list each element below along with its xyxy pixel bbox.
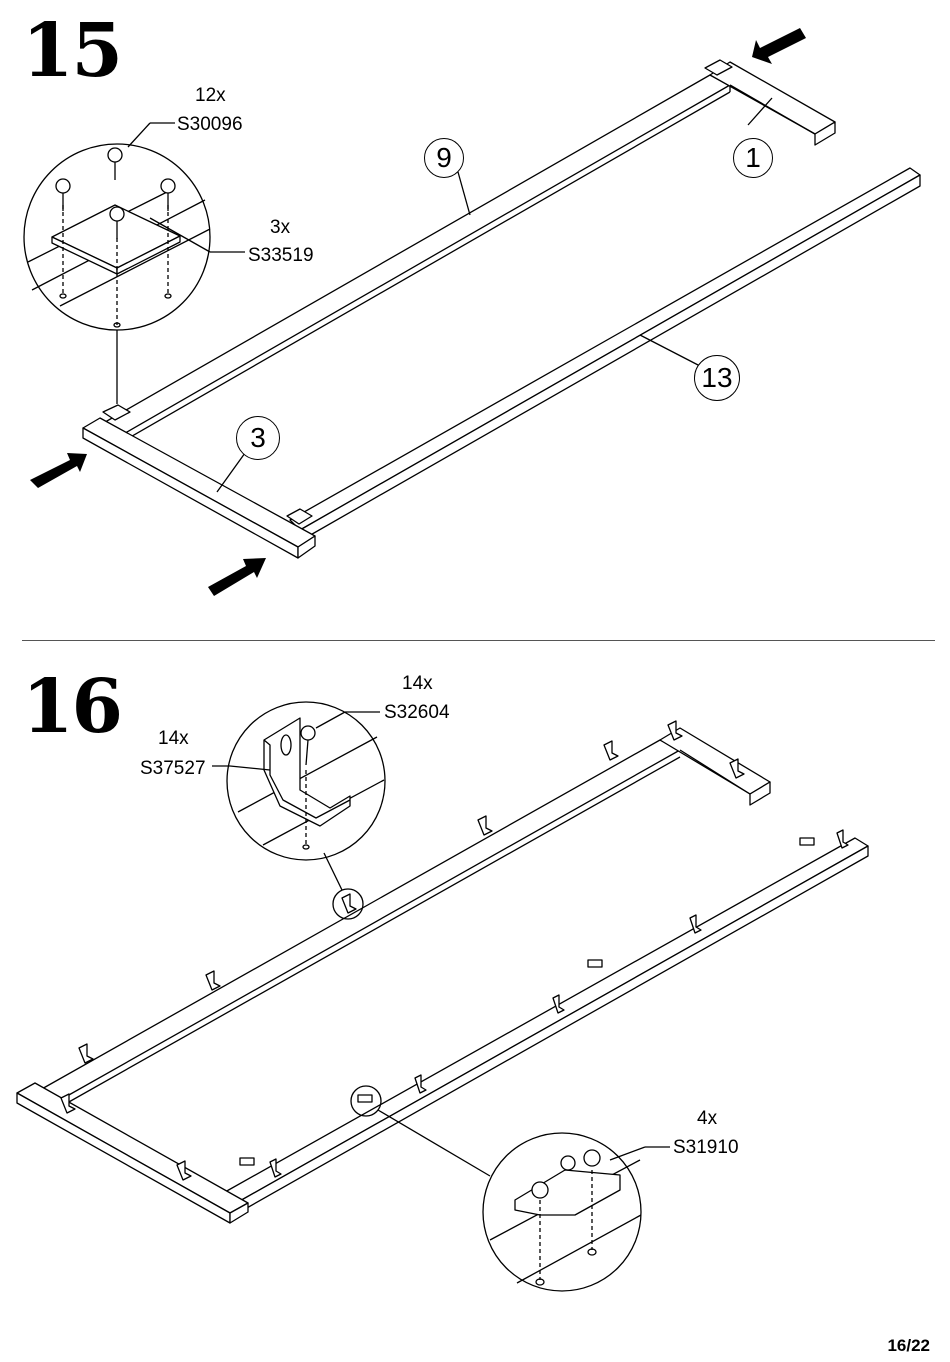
detail-circle-clip — [350, 1085, 670, 1292]
page-number: 16/22 — [887, 1336, 930, 1355]
bracket-marks — [60, 720, 849, 1181]
rail-part-1 — [709, 61, 836, 146]
part-callout-9: 9 — [424, 138, 464, 178]
bracket-quantity-16: 14x — [158, 728, 189, 749]
part-callout-1: 1 — [733, 138, 773, 178]
rail-part-13 — [289, 167, 921, 542]
clip-quantity-16: 4x — [697, 1108, 718, 1129]
rail-part-3 — [82, 417, 316, 559]
clip-marks — [239, 837, 815, 1166]
bracket-code-16: S37527 — [140, 758, 206, 779]
frame-rails-16 — [16, 727, 869, 1224]
detail-circle-screws-15 — [23, 122, 245, 331]
detail-circle-bracket — [212, 701, 386, 920]
clip-code-16: S31910 — [673, 1137, 739, 1158]
part-callout-13: 13 — [694, 355, 740, 401]
plate-quantity-15: 3x — [270, 217, 291, 238]
direction-arrows — [30, 28, 806, 596]
plate-code-15: S33519 — [248, 245, 314, 266]
step-15-number: 15 — [22, 8, 123, 94]
step-16-number: 16 — [22, 664, 123, 750]
screw-code-16: S32604 — [384, 702, 450, 723]
step-divider — [22, 640, 935, 641]
screw-quantity-16: 14x — [402, 673, 433, 694]
screw-quantity-15: 12x — [195, 85, 226, 106]
part-callout-3: 3 — [236, 416, 280, 460]
screw-code-15: S30096 — [177, 114, 243, 135]
